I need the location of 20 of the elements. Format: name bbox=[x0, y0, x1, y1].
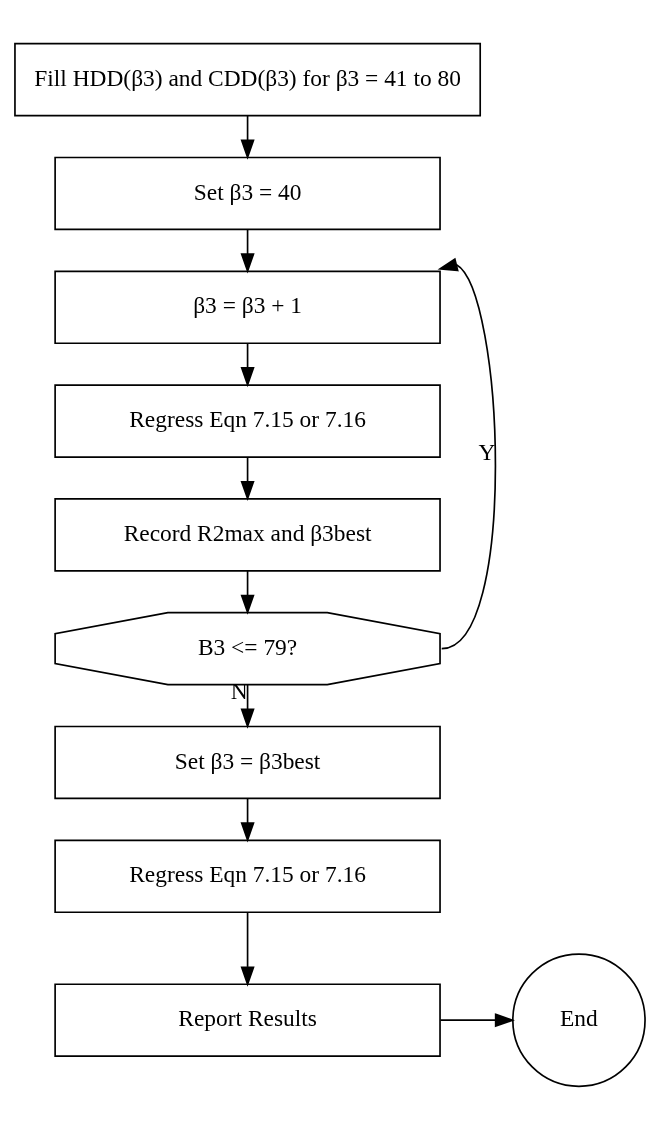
node-box: Report Results bbox=[54, 983, 441, 1057]
node-box: β3 = β3 + 1 bbox=[54, 270, 441, 345]
node-box: Record R2max and β3best bbox=[54, 498, 441, 572]
arrow bbox=[240, 683, 255, 729]
node-box: Set β3 = β3best bbox=[54, 725, 441, 800]
node-box: Fill HDD(β3) and CDD(β3) for β3 = 41 to 80 bbox=[14, 42, 482, 117]
node-box: Set β3 = 40 bbox=[54, 156, 441, 231]
arrow bbox=[240, 342, 255, 388]
arrow bbox=[240, 114, 255, 160]
edge-label: Y bbox=[478, 439, 496, 466]
node-box: Regress Eqn 7.15 or 7.16 bbox=[54, 384, 441, 458]
arrow bbox=[439, 1013, 515, 1028]
arrow bbox=[240, 456, 255, 501]
arrow bbox=[240, 797, 255, 843]
arrow bbox=[240, 911, 255, 987]
node-circle: End bbox=[512, 953, 646, 1088]
arrow bbox=[437, 257, 497, 650]
arrow bbox=[240, 228, 255, 274]
node-box: Regress Eqn 7.15 or 7.16 bbox=[54, 839, 441, 914]
arrow bbox=[240, 570, 255, 615]
